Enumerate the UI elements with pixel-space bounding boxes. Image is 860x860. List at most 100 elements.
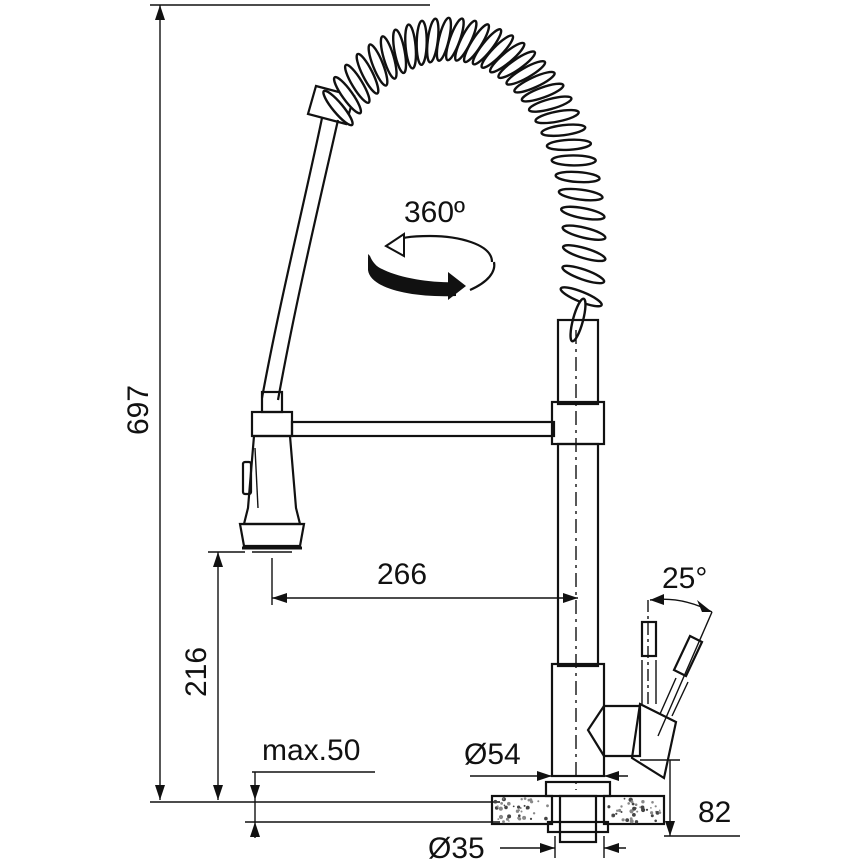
granite-speckle [615, 812, 618, 815]
granite-speckle [620, 805, 623, 808]
spring-loop [550, 154, 597, 167]
granite-speckle [518, 817, 522, 821]
granite-speckle [640, 805, 645, 810]
arrow-left-icon [384, 232, 405, 258]
spring-loop [379, 35, 398, 80]
granite-speckle [498, 814, 504, 820]
granite-speckle [654, 819, 657, 823]
reach-label: 266 [377, 558, 427, 591]
spring-loop [505, 59, 547, 86]
spring-loop [497, 50, 537, 80]
granite-speckle [523, 797, 527, 800]
granite-speckle [507, 801, 511, 806]
spring-loop [513, 70, 556, 94]
granite-speckle [530, 800, 534, 804]
granite-speckle [621, 818, 625, 822]
total-height-label: 697 [122, 385, 155, 435]
granite-speckle [515, 809, 520, 813]
spring-loop [527, 95, 573, 113]
granite-speckle [641, 800, 645, 804]
lever-angle-dimension: 25° [649, 562, 713, 613]
spring-loop [561, 244, 607, 263]
granite-speckle [529, 817, 533, 821]
granite-speckle [620, 811, 623, 813]
spring-loop [343, 63, 371, 104]
granite-speckle [629, 809, 634, 814]
max-thickness-dimension: max.50 [245, 734, 500, 838]
spring-loop [561, 224, 607, 241]
granite-speckle [505, 817, 509, 821]
granite-speckle [618, 808, 622, 813]
granite-speckle [523, 804, 526, 807]
granite-speckle [607, 805, 611, 808]
granite-speckle [498, 806, 503, 811]
lever-offset-dimension: 82 [640, 759, 740, 837]
lever-angle-label: 25° [662, 562, 707, 595]
arrow-right-icon [448, 272, 466, 300]
granite-speckle [504, 805, 508, 810]
granite-speckle [512, 805, 515, 808]
granite-speckle [546, 804, 549, 808]
spring-loop [332, 75, 363, 115]
lever-offset-label: 82 [698, 796, 731, 829]
granite-speckle [651, 801, 654, 804]
granite-speckle [650, 811, 654, 815]
granite-speckle [636, 810, 639, 813]
granite-speckle [630, 800, 634, 804]
spring-loop [561, 264, 606, 285]
granite-speckle [650, 807, 652, 809]
spring-loop [322, 89, 354, 127]
granite-speckle [632, 813, 636, 817]
granite-speckle [627, 802, 630, 805]
granite-speckle [629, 819, 634, 824]
faucet-body [550, 318, 606, 790]
granite-speckle [645, 808, 649, 811]
granite-speckle [658, 811, 662, 814]
granite-speckle [532, 812, 536, 815]
granite-speckle [508, 820, 510, 822]
granite-speckle [517, 805, 521, 809]
rotation-indicator: 360º [368, 196, 496, 300]
spout-height-dimension: 216 [180, 551, 245, 800]
spout-arm [290, 420, 556, 438]
granite-speckle [658, 809, 661, 812]
spring-loop [355, 52, 380, 95]
granite-speckle [525, 807, 528, 810]
granite-speckle [639, 806, 642, 809]
granite-speckle [631, 802, 635, 806]
total-height-dimension: 697 [122, 4, 500, 803]
spring-loop [488, 41, 526, 74]
granite-speckle [655, 811, 660, 815]
max-thickness-label: max.50 [262, 734, 360, 767]
spring-loop [391, 28, 408, 75]
spring-loop [367, 43, 389, 87]
spring-loop [557, 187, 604, 202]
granite-speckle [527, 798, 531, 802]
granite-speckle [634, 803, 638, 806]
granite-speckle [611, 813, 616, 818]
granite-speckle [493, 799, 498, 804]
granite-speckle [503, 804, 506, 807]
hole-diameter-dimension: Ø35 [428, 832, 626, 860]
granite-speckle [518, 814, 521, 817]
spring-loop [534, 108, 580, 125]
spring-loop [520, 82, 565, 103]
spring-loop [415, 19, 428, 66]
hole-diameter-label: Ø35 [428, 832, 485, 860]
spray-head [238, 390, 306, 553]
spring-loop [540, 123, 587, 138]
spring-coil [322, 16, 607, 343]
spring-loop [554, 170, 601, 184]
granite-speckle [632, 806, 637, 811]
base-diameter-label: Ø54 [464, 738, 521, 771]
spout-height-label: 216 [180, 647, 213, 697]
granite-speckle [500, 802, 503, 805]
countertop-section [490, 780, 666, 844]
rotation-label: 360º [404, 196, 465, 229]
granite-speckle [497, 818, 500, 820]
granite-speckle [496, 805, 499, 808]
granite-speckle [520, 807, 522, 809]
granite-speckle [544, 816, 548, 821]
